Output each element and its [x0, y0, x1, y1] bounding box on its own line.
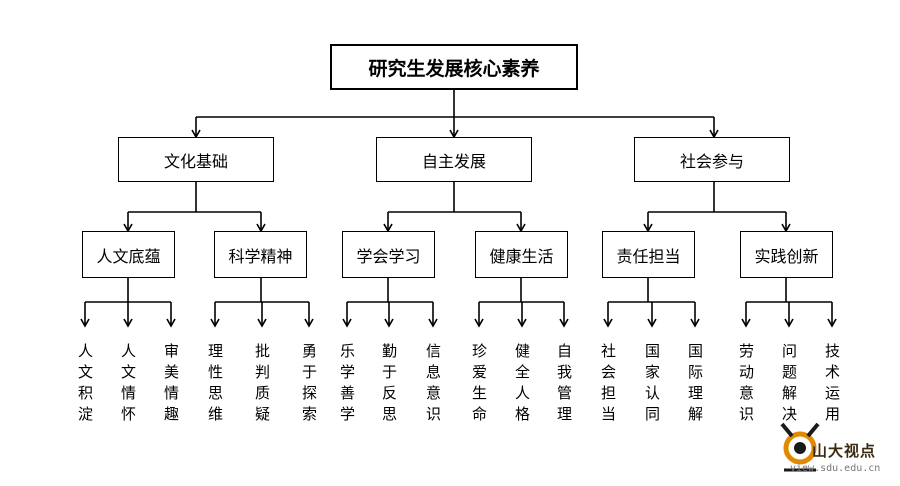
sub-node-science: 科学精神	[214, 231, 307, 278]
watermark-logo-text: 山大视点	[812, 442, 877, 460]
leaf-label: 人文情怀	[119, 343, 137, 427]
leaf-label: 社会担当	[599, 343, 617, 427]
branch-node-culture: 文化基础	[118, 137, 274, 182]
sub-node-learning: 学会学习	[342, 231, 435, 278]
leaf-label: 技术运用	[823, 343, 841, 427]
leaf-label: 自我管理	[555, 343, 573, 427]
leaf-label: 乐学善学	[338, 343, 356, 427]
branch-node-autonomy: 自主发展	[376, 137, 532, 182]
leaf-label: 勤于反思	[380, 343, 398, 427]
leaf-label: 理性思维	[206, 343, 224, 427]
sub-node-responsibility: 责任担当	[602, 231, 695, 278]
root-node: 研究生发展核心素养	[330, 44, 578, 90]
leaf-label: 人文积淀	[76, 343, 94, 427]
leaf-label: 健全人格	[513, 343, 531, 427]
sub-node-humanities: 人文底蕴	[82, 231, 175, 278]
leaf-label: 劳动意识	[737, 343, 755, 427]
leaf-label: 国际理解	[686, 343, 704, 427]
leaf-label: 勇于探索	[300, 343, 318, 427]
leaf-label: 珍爱生命	[470, 343, 488, 427]
leaf-label: 信息意识	[424, 343, 442, 427]
sdu-logo-icon	[780, 422, 820, 472]
leaf-label: 问题解决	[780, 343, 798, 427]
branch-node-society: 社会参与	[634, 137, 790, 182]
leaf-label: 审美情趣	[162, 343, 180, 427]
watermark-url: view.sdu.edu.cn	[790, 463, 881, 474]
leaf-label: 批判质疑	[253, 343, 271, 427]
sub-node-innovation: 实践创新	[740, 231, 833, 278]
sub-node-health: 健康生活	[475, 231, 568, 278]
leaf-label: 国家认同	[643, 343, 661, 427]
